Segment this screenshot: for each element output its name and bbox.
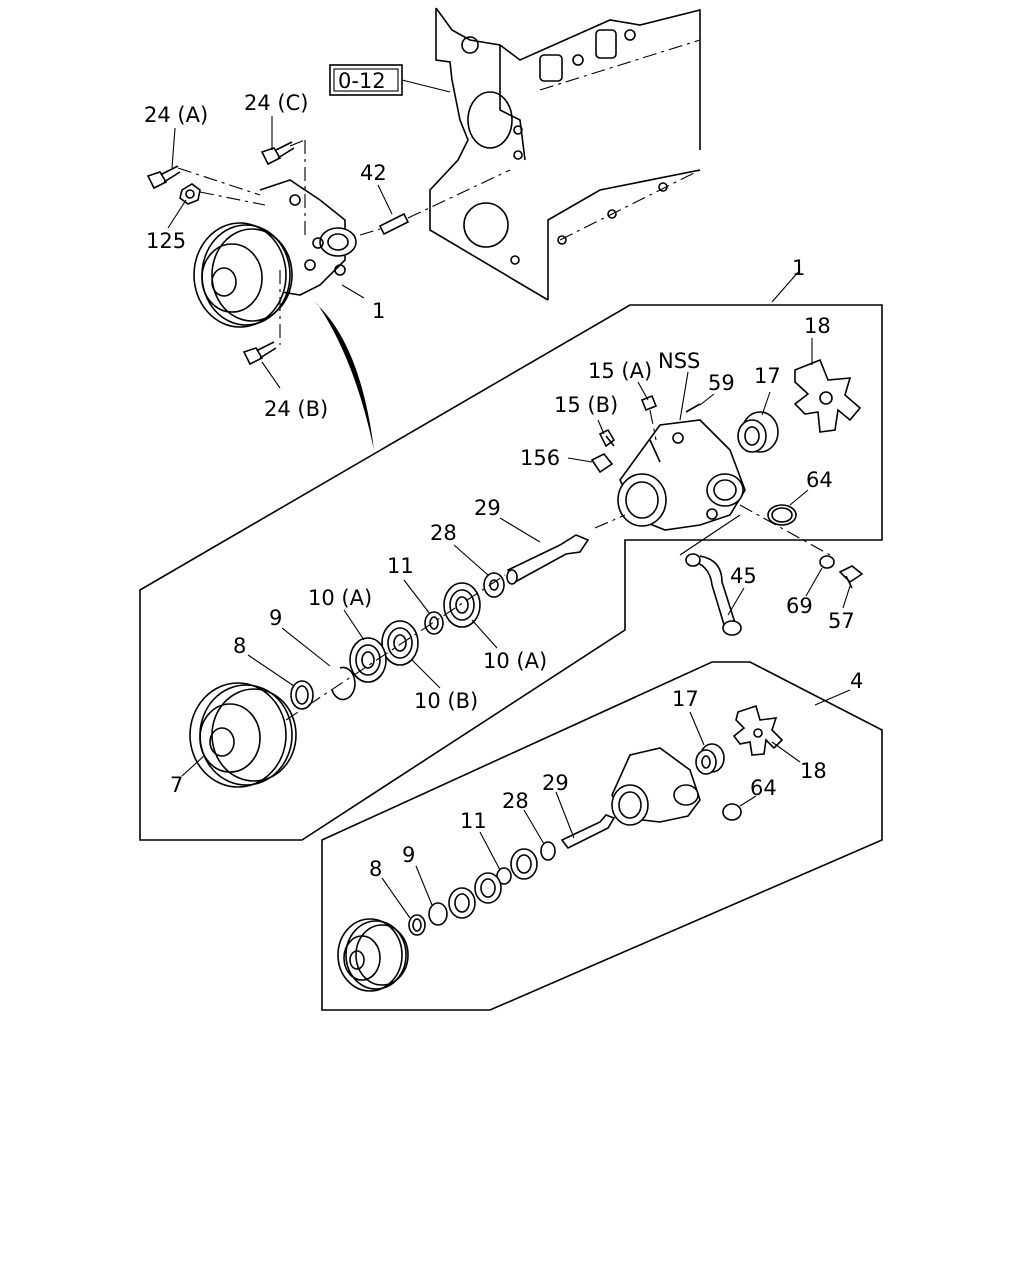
label-nss: NSS: [658, 349, 700, 373]
label-10b: 10 (B): [414, 689, 478, 713]
assembled-pump: [193, 140, 357, 345]
bearing-10a-right: [443, 582, 481, 628]
detail-arrow: [312, 300, 374, 450]
label-11-top: 11: [387, 554, 414, 578]
pin-59: [685, 403, 701, 413]
cap-156: [590, 452, 614, 474]
stud-42: [359, 169, 511, 236]
label-59: 59: [708, 371, 735, 395]
label-8-top: 8: [233, 634, 246, 658]
seal-17: [737, 411, 779, 453]
o-ring-64-lower: [722, 803, 742, 821]
bearing-10a-lower-right: [510, 848, 538, 880]
label-17-top: 17: [754, 364, 781, 388]
label-15a: 15 (A): [588, 359, 652, 383]
spacer-11: [424, 611, 444, 635]
plug-15b: [598, 428, 616, 448]
label-9-top: 9: [269, 606, 282, 630]
engine-block-outline: [429, 7, 701, 301]
label-28-top: 28: [430, 521, 457, 545]
callout-labels: 24 (A) 24 (C) 42 125 1 24 (B) 1 18 15 (A…: [144, 91, 863, 881]
label-28-bot: 28: [502, 789, 529, 813]
snap-ring-9: [331, 666, 356, 701]
label-4: 4: [850, 669, 863, 693]
label-9-bot: 9: [402, 843, 415, 867]
hose-45: [679, 514, 742, 636]
pulley-7-lower: [337, 918, 409, 992]
label-69: 69: [786, 594, 813, 618]
label-64-bot: 64: [750, 776, 777, 800]
seal-17-lower: [695, 743, 725, 775]
washer-28: [483, 572, 505, 598]
leader-to-box: [771, 269, 801, 303]
reference-box[interactable]: 0-12: [329, 64, 451, 96]
label-29-bot: 29: [542, 771, 569, 795]
o-ring-64: [767, 504, 797, 526]
bolt-24c: [260, 139, 306, 166]
impeller-18: [793, 358, 862, 433]
label-17-bot: 17: [672, 687, 699, 711]
leader-lines: [167, 116, 851, 919]
label-42: 42: [360, 161, 387, 185]
washer-28-lower: [540, 841, 556, 861]
label-29-top: 29: [474, 496, 501, 520]
pulley-7: [189, 574, 506, 788]
label-18-bot: 18: [800, 759, 827, 783]
exploded-frame-lower: [321, 661, 883, 1011]
pump-housing-lower: [611, 747, 701, 826]
bolt-24b: [242, 341, 277, 366]
leader-4: [814, 689, 851, 706]
reference-box-label: 0-12: [338, 69, 386, 93]
seal-ring-8-lower: [408, 914, 426, 936]
bearing-10b-lower: [474, 872, 502, 904]
label-7: 7: [170, 773, 183, 797]
bearing-10a-lower-left: [448, 887, 476, 919]
bearing-10b: [381, 620, 419, 666]
label-24b: 24 (B): [264, 397, 328, 421]
label-125: 125: [146, 229, 186, 253]
label-11-bot: 11: [460, 809, 487, 833]
label-24c: 24 (C): [244, 91, 308, 115]
label-64-top: 64: [806, 468, 833, 492]
impeller-18-lower: [732, 704, 784, 756]
bearing-10a-left: [349, 637, 387, 683]
exploded-frame-upper: [139, 304, 883, 841]
spacer-11-lower: [496, 867, 512, 885]
label-156: 156: [520, 446, 560, 470]
nut-125: [179, 183, 266, 206]
washer-69: [819, 555, 835, 569]
shaft-29-lower: [560, 814, 616, 850]
label-1-top: 1: [372, 299, 385, 323]
plug-15a: [640, 394, 658, 441]
shaft-29: [506, 534, 590, 585]
label-45: 45: [730, 564, 757, 588]
label-1-box: 1: [792, 256, 805, 280]
bolt-57: [838, 565, 864, 589]
label-24a: 24 (A): [144, 103, 208, 127]
label-10a-left: 10 (A): [308, 586, 372, 610]
label-10a-right: 10 (A): [483, 649, 547, 673]
bolt-24a: [146, 165, 261, 196]
label-8-bot: 8: [369, 857, 382, 881]
label-57: 57: [828, 609, 855, 633]
label-15b: 15 (B): [554, 393, 618, 417]
pump-housing: [594, 419, 831, 556]
label-18-top: 18: [804, 314, 831, 338]
snap-ring-9-lower: [428, 902, 448, 926]
